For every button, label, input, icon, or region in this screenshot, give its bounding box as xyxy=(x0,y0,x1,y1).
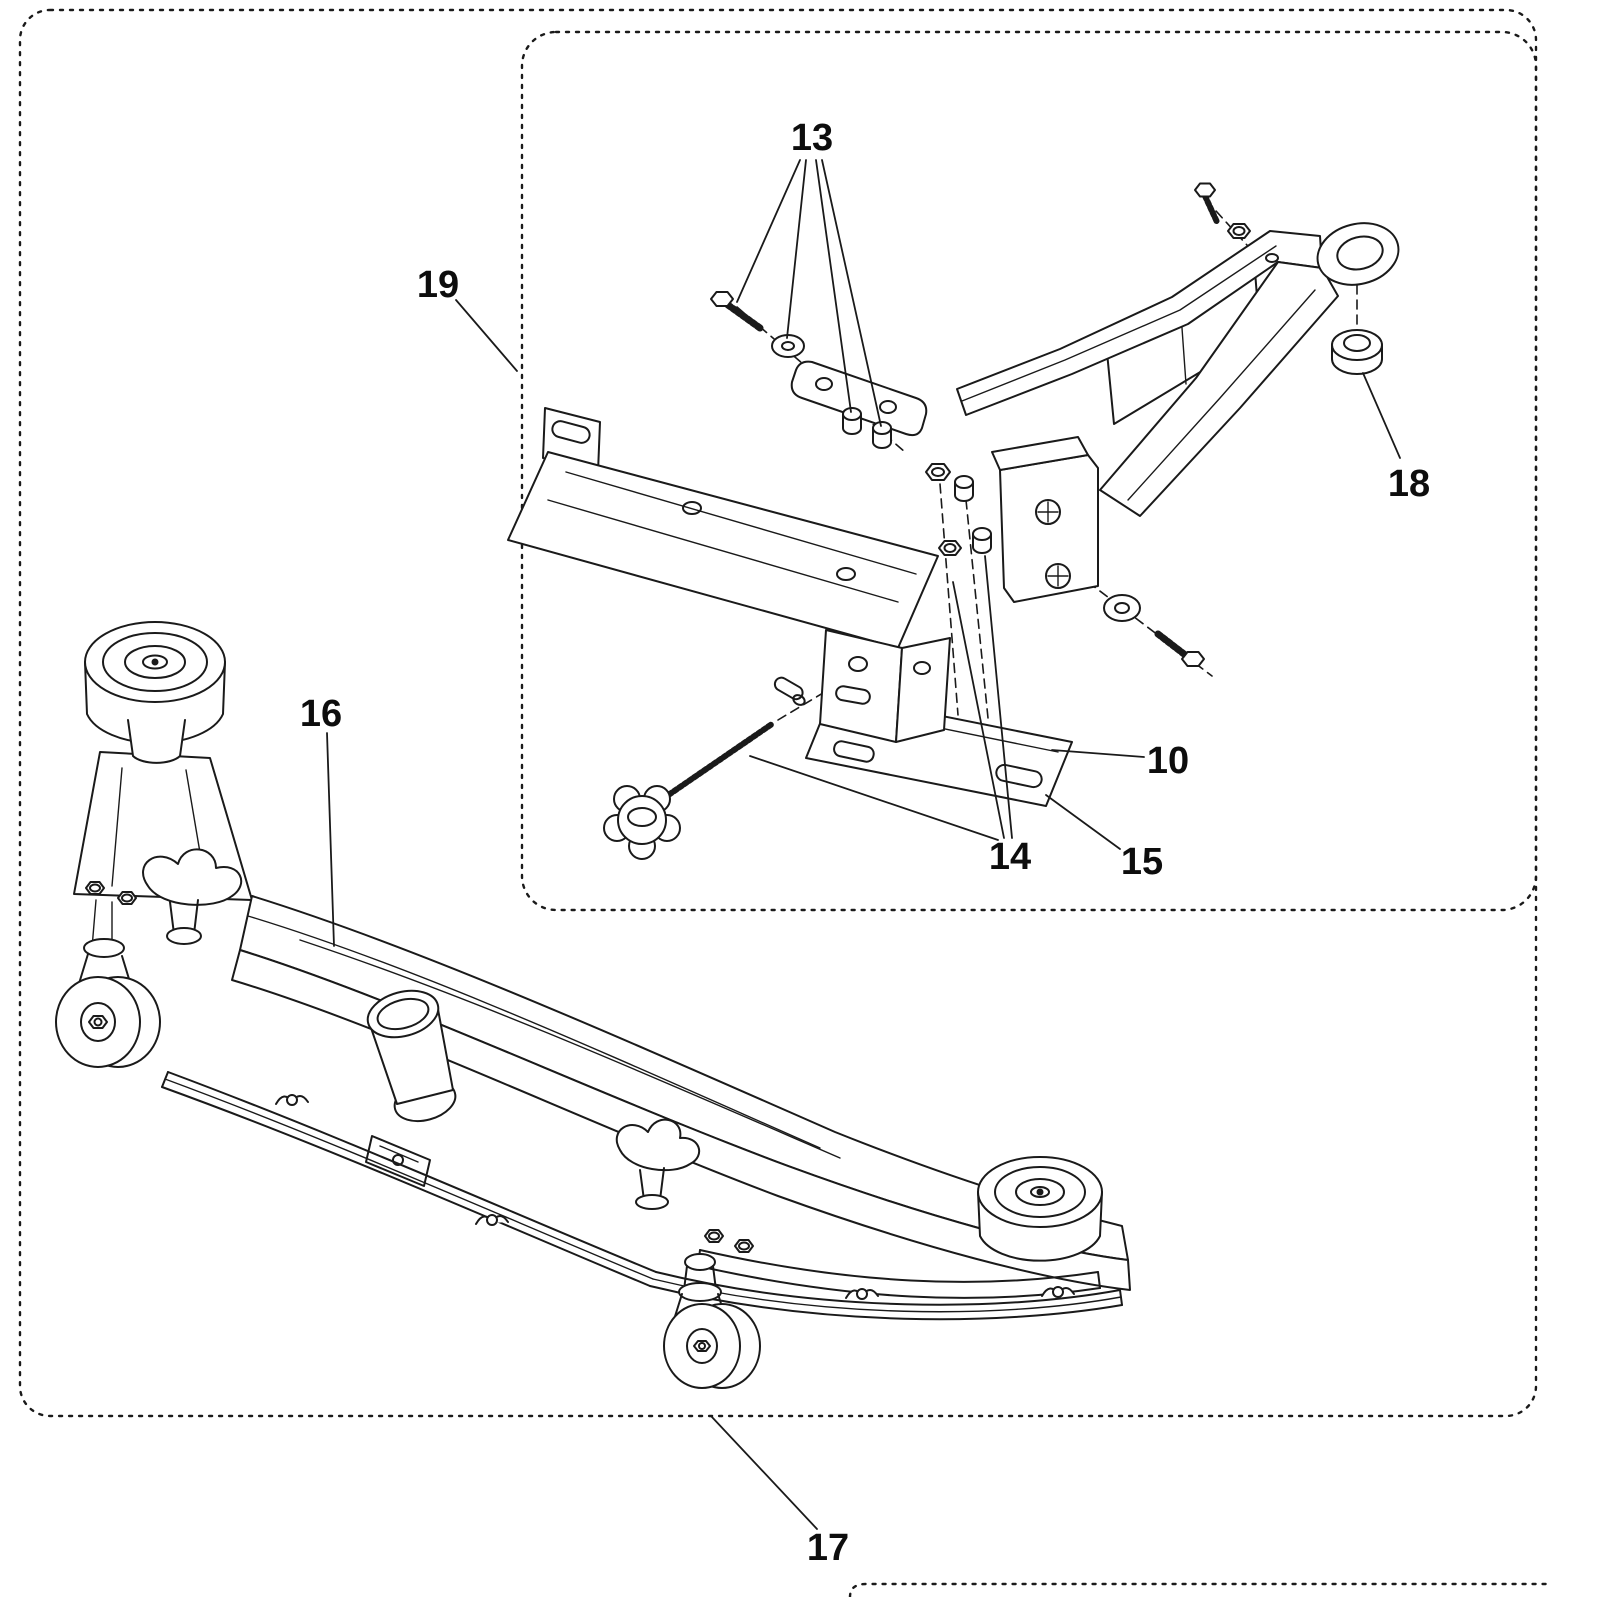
outer-dashed-border xyxy=(18,8,1550,1597)
upper-bracket-arm xyxy=(956,222,1400,603)
hex-bolt xyxy=(734,1239,754,1253)
tube-socket xyxy=(366,989,457,1123)
threaded-rod xyxy=(661,721,775,801)
blade-clamp xyxy=(275,1094,309,1106)
hex-bolt xyxy=(85,881,105,895)
inset-exploded-view xyxy=(507,182,1400,860)
blade-clamp xyxy=(1041,1286,1075,1298)
main-frame-beam xyxy=(231,895,1131,1291)
lower-arm xyxy=(1099,261,1339,517)
caster-bottom xyxy=(663,1253,761,1389)
washer-left xyxy=(771,334,805,358)
blade-clamp xyxy=(845,1288,879,1300)
bracket-screw xyxy=(1045,563,1071,589)
main-frame-assembly xyxy=(55,621,1131,1389)
callout-labels: 13 19 18 10 14 15 16 17 xyxy=(300,117,1430,1569)
spacer-bushing xyxy=(842,407,862,435)
grommet xyxy=(1331,329,1383,375)
callout-15: 15 xyxy=(1121,841,1163,883)
callout-19: 19 xyxy=(417,264,459,306)
hex-bolt xyxy=(117,891,137,905)
star-knob xyxy=(603,785,681,860)
callout-18: 18 xyxy=(1388,463,1430,505)
spacer-bushing xyxy=(972,527,992,554)
callout-16: 16 xyxy=(300,693,342,735)
hex-nut xyxy=(938,540,962,556)
link-strap xyxy=(790,360,928,437)
bracket-screw xyxy=(1035,499,1061,525)
nut-top xyxy=(1227,223,1251,239)
callout-10: 10 xyxy=(1147,740,1189,782)
washer-right xyxy=(1103,594,1141,622)
left-roller xyxy=(84,621,226,764)
hex-nut xyxy=(925,463,951,481)
callout-13: 13 xyxy=(791,117,833,159)
bolt-top xyxy=(1194,182,1220,225)
spacer-bushing xyxy=(872,421,892,449)
hex-bolt xyxy=(704,1229,724,1243)
wing-knob-left xyxy=(142,848,243,945)
callout-17: 17 xyxy=(807,1527,849,1569)
blade-clamp xyxy=(475,1214,509,1226)
inset-dashed-border xyxy=(520,30,1538,912)
bolt-left xyxy=(710,291,764,332)
adjuster-bracket xyxy=(819,629,951,743)
clevis-pin xyxy=(773,676,806,706)
next-figure-border-fragment xyxy=(848,1582,1550,1597)
wing-knob-mid xyxy=(615,1118,701,1210)
bolt-right xyxy=(1154,630,1205,667)
mounting-plate xyxy=(507,407,939,649)
right-roller xyxy=(977,1156,1103,1262)
caster-left xyxy=(55,899,161,1068)
latch-bracket xyxy=(365,1135,431,1187)
callout-leaders xyxy=(326,159,1401,1530)
callout-14: 14 xyxy=(989,836,1031,878)
spacer-bushing xyxy=(954,475,974,502)
